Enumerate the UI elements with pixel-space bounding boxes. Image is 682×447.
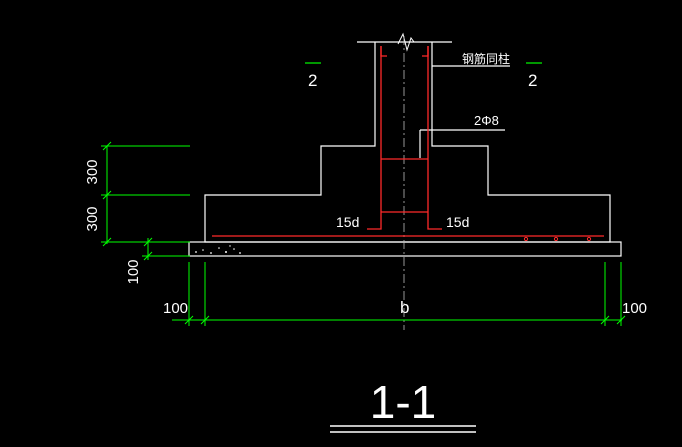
rebar-note-label: 钢筋同柱 xyxy=(462,51,510,66)
column-top-bend-left xyxy=(380,46,387,57)
dim-offset-right: 100 xyxy=(622,300,647,317)
rebar-section-dot xyxy=(586,236,592,242)
break-symbol xyxy=(397,32,415,52)
cushion-layer xyxy=(188,241,622,257)
rebar-section-dot xyxy=(553,236,559,242)
dim-offset-left: 100 xyxy=(163,300,188,317)
section-mark-left: 2 xyxy=(308,71,317,90)
anchor-length-left: 15d xyxy=(336,214,359,230)
annotation-text: 钢筋同柱 2Φ8 15d 15d 2 2 300 300 100 100 b 1… xyxy=(84,51,647,428)
dimension-lines xyxy=(101,141,626,326)
cushion-hatch xyxy=(195,245,241,254)
stirrup-label: 2Φ8 xyxy=(474,113,499,128)
dim-width: b xyxy=(400,298,409,317)
dim-step-lower: 300 xyxy=(84,206,101,231)
section-title: 1-1 xyxy=(370,376,436,428)
concrete-outline xyxy=(188,32,622,433)
dim-step-upper: 300 xyxy=(84,159,101,184)
column-bar-right xyxy=(427,46,442,230)
rebar-group xyxy=(212,46,604,237)
column-bar-left xyxy=(367,46,382,230)
column-top-bend-right xyxy=(422,46,429,57)
section-mark-right: 2 xyxy=(528,71,537,90)
rebar-section-dot xyxy=(523,236,529,242)
dim-cushion: 100 xyxy=(125,259,142,284)
rebar-dots xyxy=(523,236,592,242)
anchor-length-right: 15d xyxy=(446,214,469,230)
